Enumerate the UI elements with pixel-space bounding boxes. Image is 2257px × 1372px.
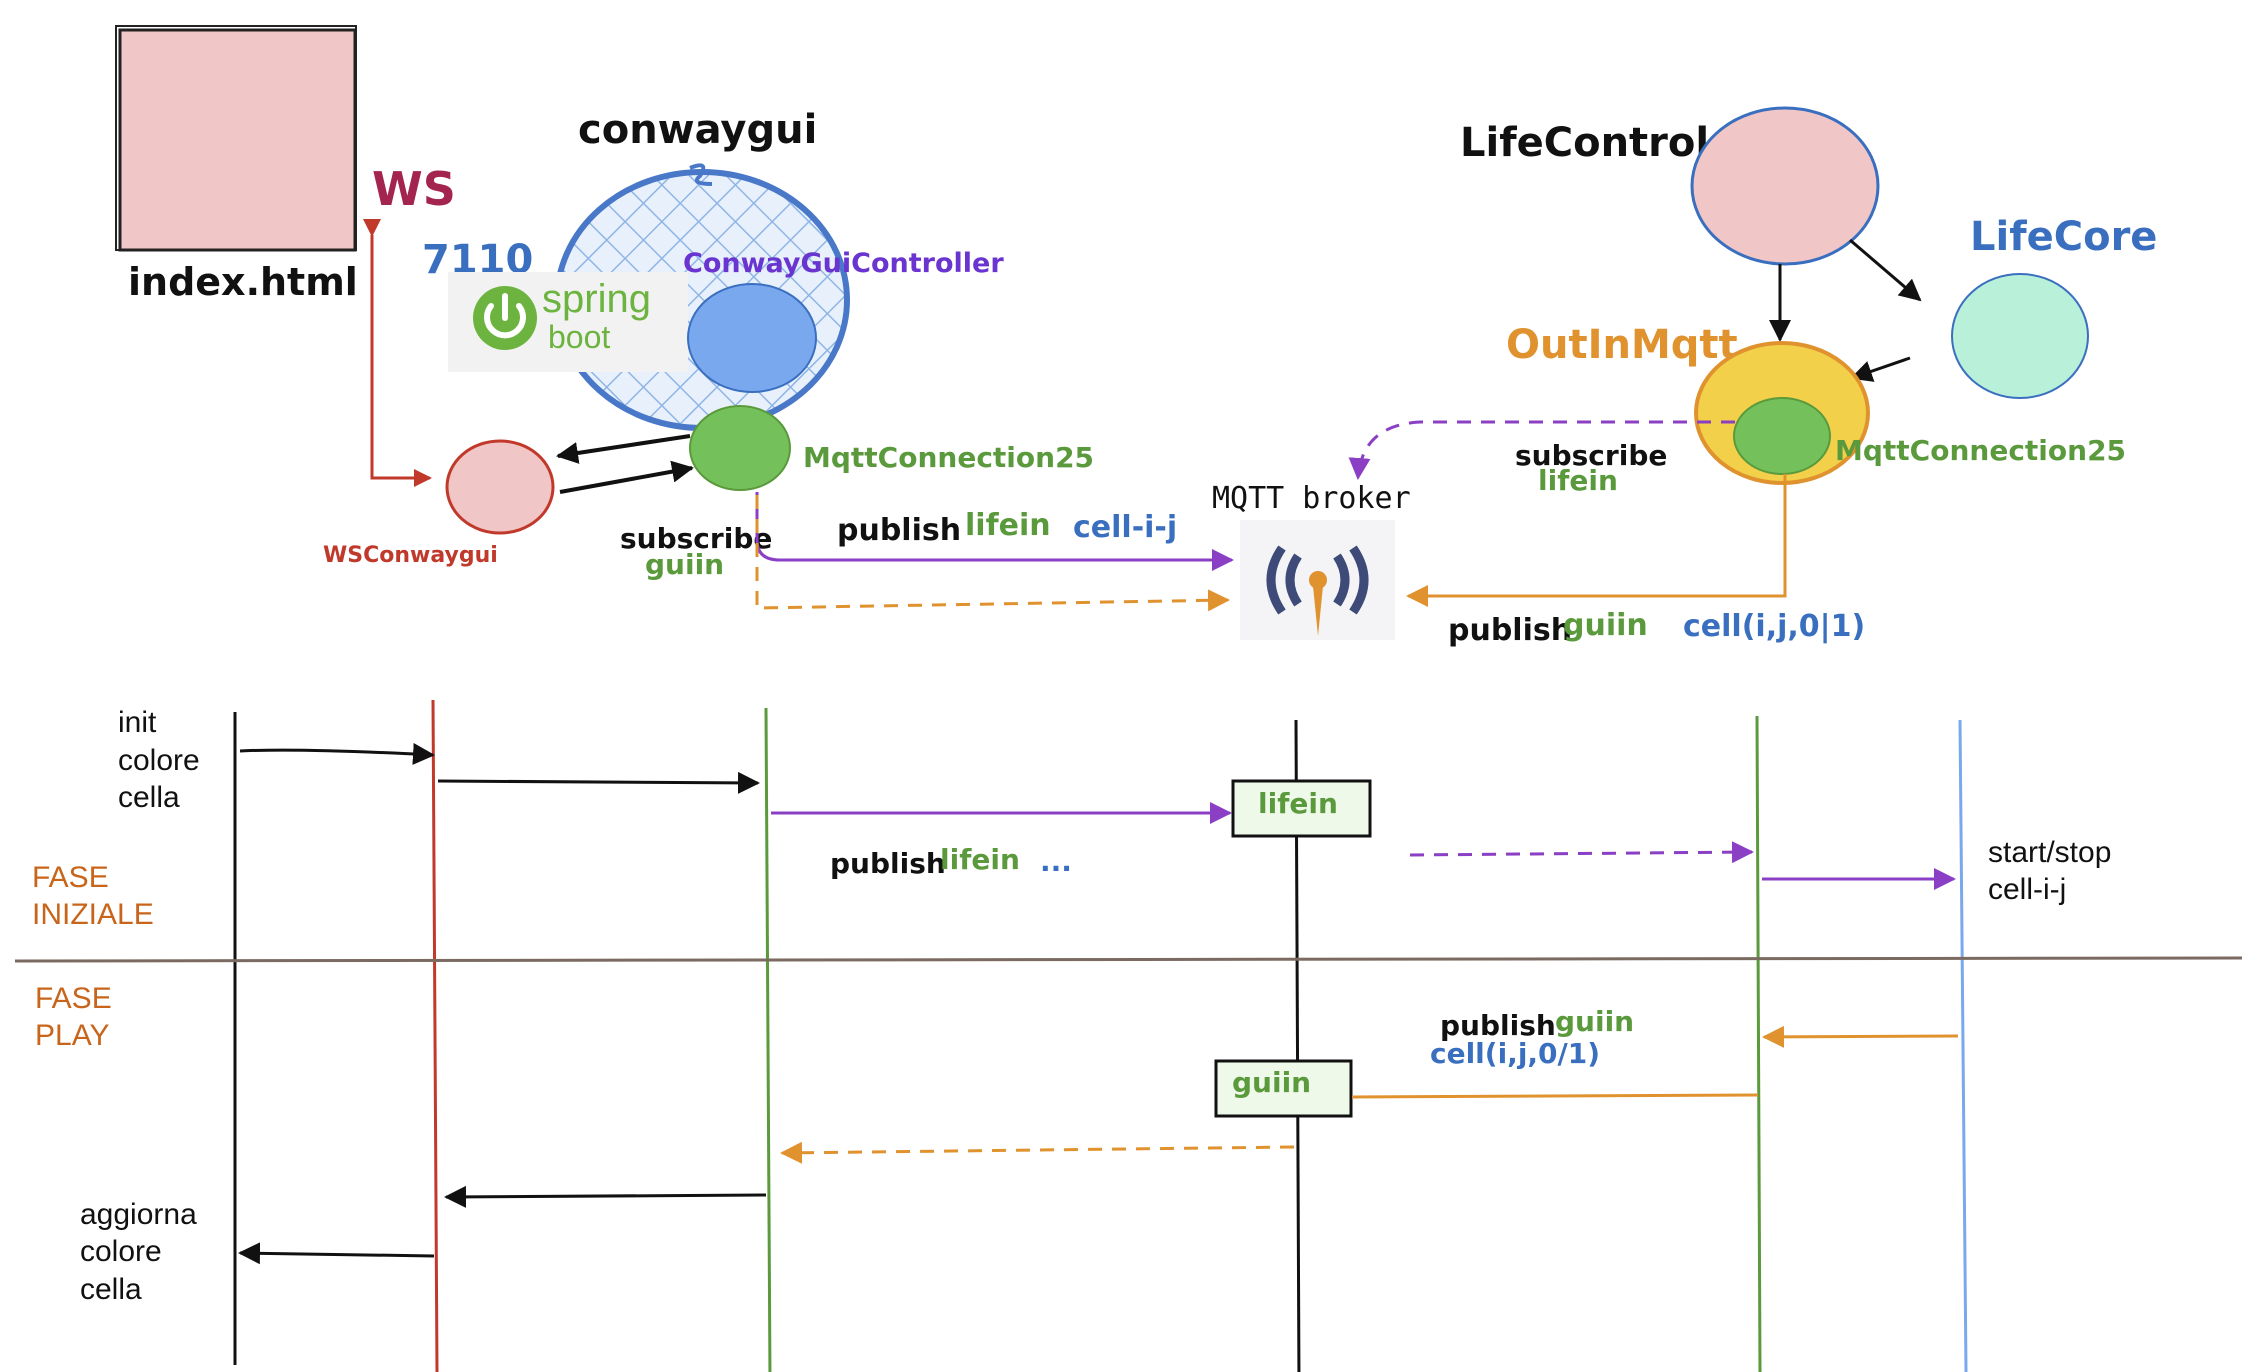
aggiorna-text-3: cella bbox=[80, 1273, 142, 1306]
phase-divider bbox=[14, 956, 2243, 963]
publish-top-label: publish bbox=[837, 513, 961, 548]
controller-label: ConwayGuiController bbox=[683, 248, 1004, 279]
subscribe-lifein-path bbox=[1348, 420, 1735, 480]
arrow-ws-to-mqtt bbox=[559, 460, 694, 494]
outinmqtt-label: OutInMqtt bbox=[1506, 322, 1738, 368]
lifeline-gui bbox=[764, 707, 772, 1372]
seq-arrow-deliver-guiin bbox=[780, 1141, 1295, 1164]
fase-play-1: FASE bbox=[35, 982, 112, 1015]
seq-start-stop-label: start/stop bbox=[1988, 836, 2111, 869]
publish-bottom-label: publish bbox=[1448, 613, 1572, 648]
mqtt-broker-icon bbox=[1240, 520, 1395, 640]
arrow-mqtt-to-ws bbox=[556, 434, 691, 464]
subscribe-left-label: subscribe bbox=[620, 522, 772, 555]
seq-arrow-init bbox=[239, 742, 435, 765]
lifecontrol-label: LifeControl bbox=[1460, 120, 1709, 166]
svg-text:lifein: lifein bbox=[1258, 787, 1338, 820]
mqtt-connection-left bbox=[689, 405, 791, 491]
subscribe-guiin-path bbox=[755, 495, 1230, 612]
seq-line-outin-broker bbox=[1351, 1093, 1759, 1099]
ws-label: WS bbox=[372, 162, 456, 216]
seq-box-guiin bbox=[1214, 1059, 1353, 1118]
publish-guiin-path bbox=[1406, 474, 1787, 607]
publish-lifein-path bbox=[755, 492, 1234, 571]
init-text-1: init bbox=[118, 706, 157, 739]
spring-boot-logo: spring boot bbox=[448, 272, 688, 372]
seq-arrow-ws-gui bbox=[437, 771, 760, 794]
ws-conwaygui-circle bbox=[445, 439, 555, 535]
guiin-bottom-label: guiin bbox=[1563, 608, 1648, 643]
mqtt-connection-left-label: MqttConnection25 bbox=[803, 441, 1094, 474]
index-html-label: index.html bbox=[128, 260, 358, 304]
seq-dots-label: ... bbox=[1040, 845, 1072, 878]
svg-text:spring: spring bbox=[542, 277, 651, 321]
svg-text:boot: boot bbox=[548, 319, 610, 355]
fase-play-2: PLAY bbox=[35, 1019, 110, 1052]
init-text-2: colore bbox=[118, 744, 200, 777]
aggiorna-text-2: colore bbox=[80, 1235, 162, 1268]
seq-publish2-label: publish bbox=[1440, 1009, 1556, 1042]
lifecontrol-circle bbox=[1690, 106, 1880, 266]
seq-arrow-core-outin bbox=[1762, 1025, 1959, 1048]
fase-iniziale-1: FASE bbox=[32, 861, 109, 894]
mqtt-connection-right bbox=[1733, 397, 1831, 475]
seq-arrow-ws-index bbox=[238, 1242, 435, 1265]
mqtt-broker-label: MQTT broker bbox=[1212, 481, 1411, 516]
seq-cell-ij01-label: cell(i,j,0/1) bbox=[1430, 1037, 1600, 1070]
cell-ij01-label: cell(i,j,0|1) bbox=[1683, 609, 1865, 644]
cell-i-j-label: cell-i-j bbox=[1073, 510, 1177, 545]
seq-cell-label: cell-i-j bbox=[1988, 873, 2066, 906]
lifeline-core bbox=[1958, 719, 1968, 1372]
seq-guiin-label: guiin bbox=[1555, 1005, 1634, 1038]
seq-arrow-gui-ws bbox=[444, 1185, 767, 1208]
arrow-control-to-core bbox=[1849, 238, 1922, 302]
init-text-3: cella bbox=[118, 781, 180, 814]
ws-connector bbox=[363, 219, 432, 487]
lifein-right-label: lifein bbox=[1538, 464, 1618, 497]
seq-publish-label: publish bbox=[830, 847, 946, 880]
fase-iniziale-2: INIZIALE bbox=[32, 898, 154, 931]
guiin-left-label: guiin bbox=[645, 548, 724, 581]
svg-text:guiin: guiin bbox=[1232, 1066, 1311, 1099]
controller-circle bbox=[687, 283, 817, 393]
seq-arrow-deliver-lifein bbox=[1409, 841, 1754, 864]
lifecore-label: LifeCore bbox=[1970, 214, 2157, 260]
lifeline-ws bbox=[431, 699, 439, 1372]
mqtt-connection-right-label: MqttConnection25 bbox=[1835, 434, 2126, 467]
conwaygui-label: conwaygui bbox=[578, 107, 817, 153]
lifecore-circle bbox=[1951, 273, 2089, 399]
index-html-box bbox=[118, 28, 357, 252]
subscribe-right-label: subscribe bbox=[1515, 439, 1667, 472]
seq-lifein-label: lifein bbox=[940, 843, 1020, 876]
lifeline-outin bbox=[1755, 715, 1762, 1372]
lifein-top-label: lifein bbox=[965, 508, 1051, 543]
arrow-core-to-outin bbox=[1850, 356, 1911, 382]
ws-conwaygui-label: WSConwaygui bbox=[323, 543, 498, 568]
seq-box-lifein bbox=[1231, 779, 1372, 838]
aggiorna-text-1: aggiorna bbox=[80, 1198, 197, 1231]
